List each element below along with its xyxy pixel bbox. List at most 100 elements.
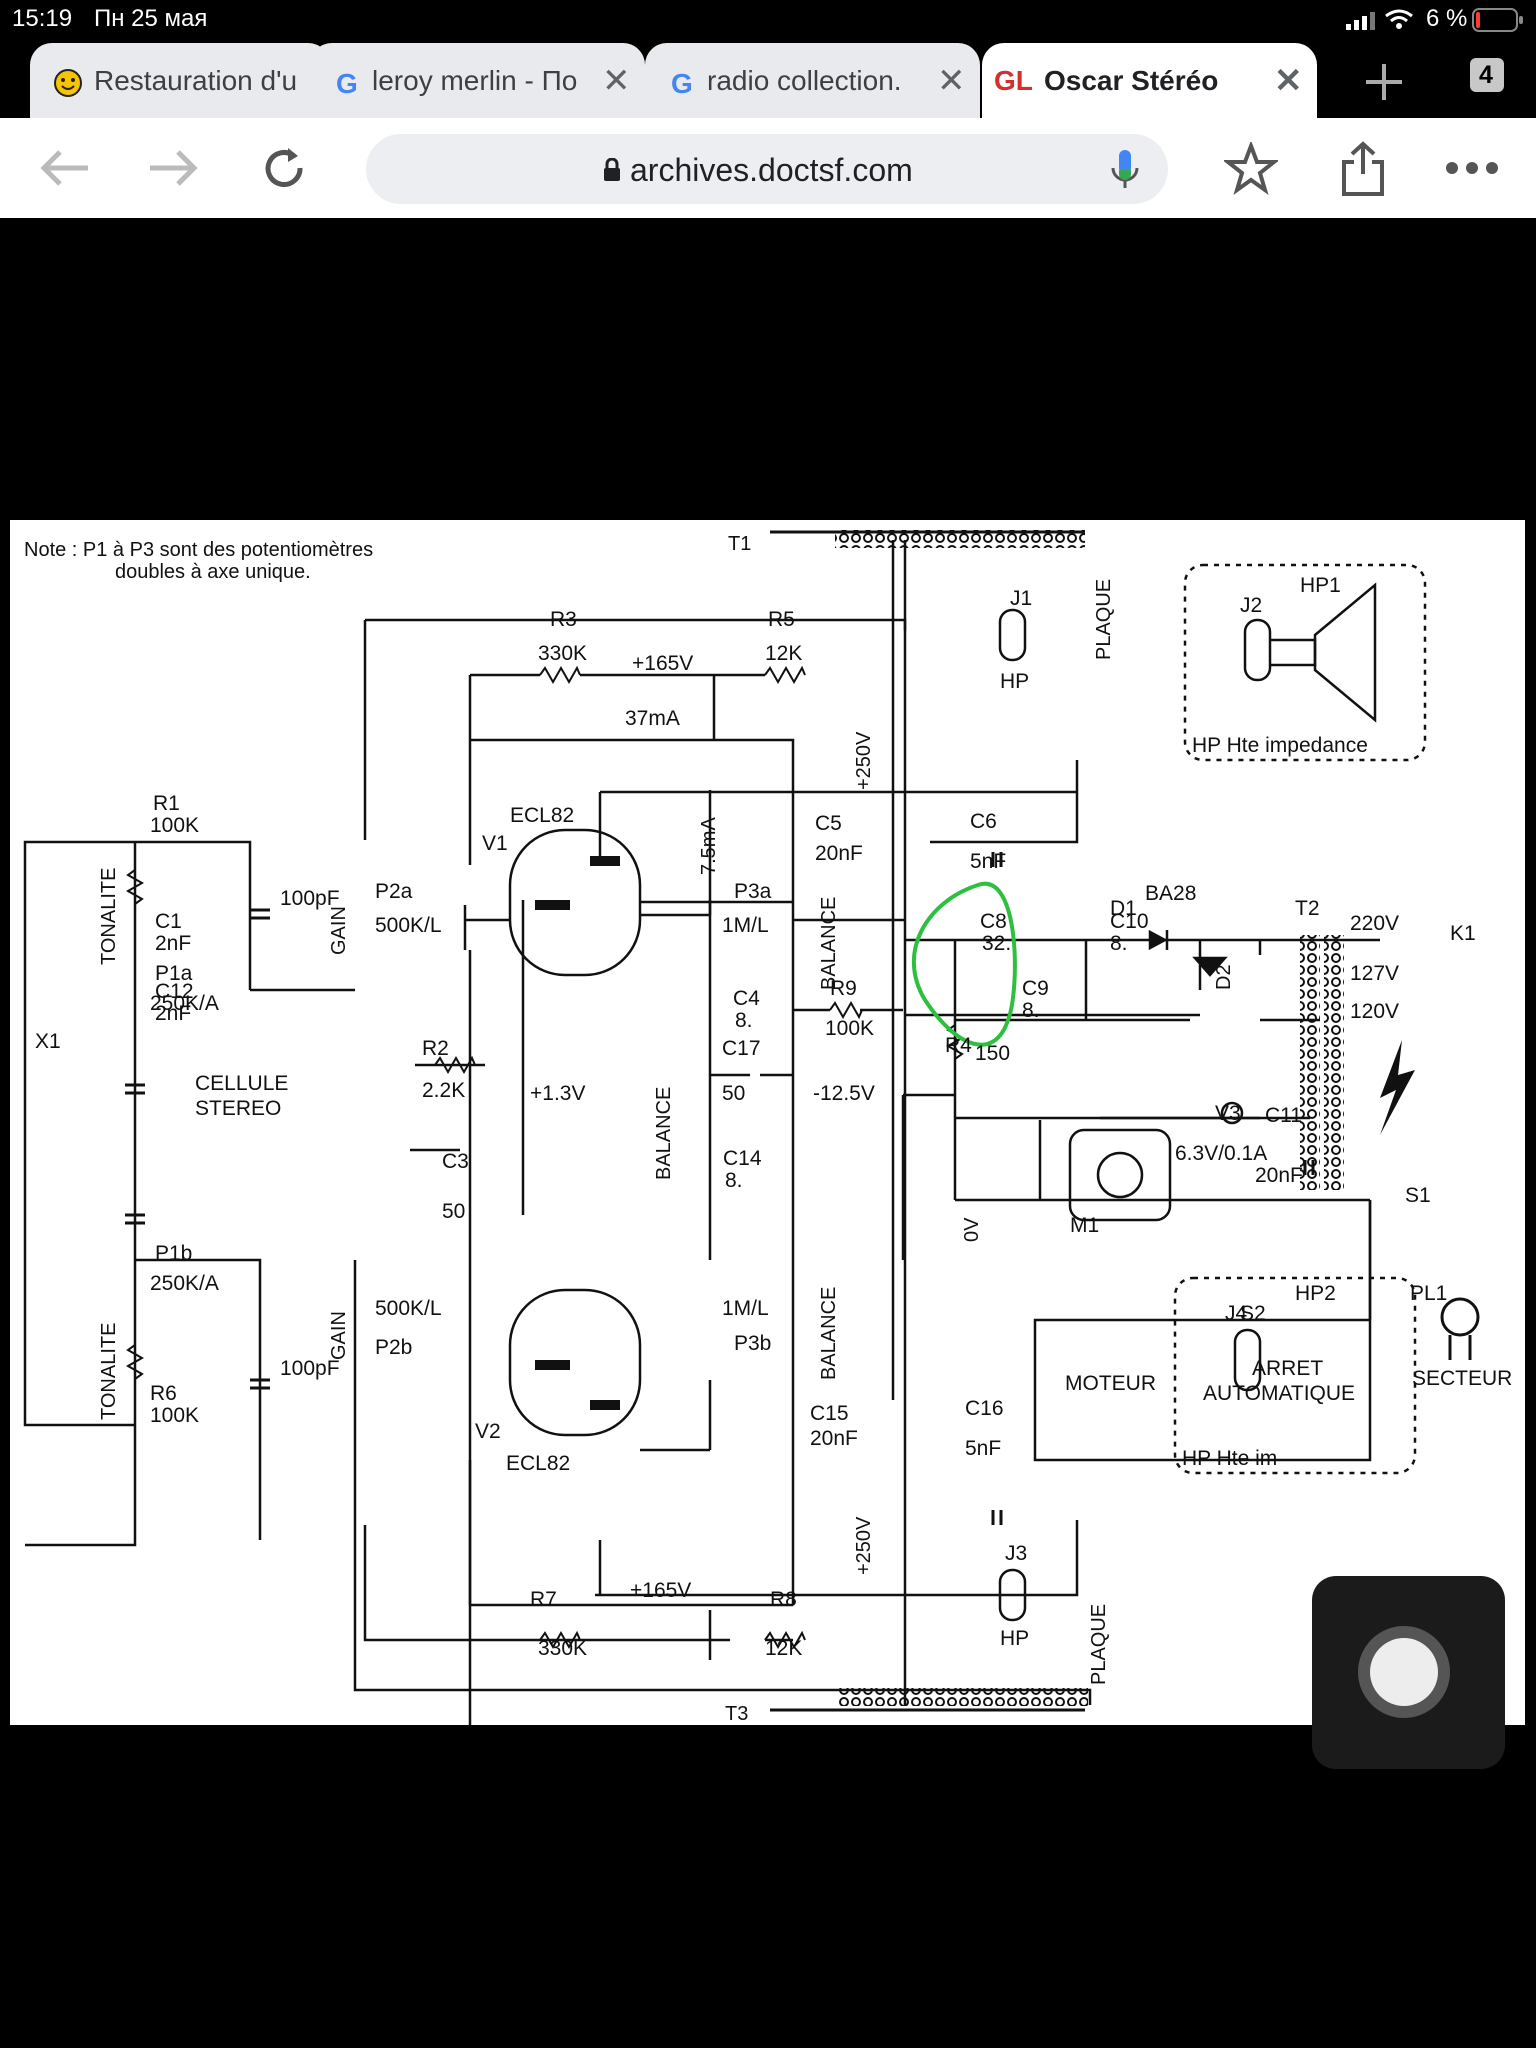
- tab-count-button[interactable]: 4: [1470, 58, 1504, 92]
- status-date: Пн 25 мая: [94, 5, 208, 32]
- tab-title: Restauration d'u: [94, 65, 298, 96]
- label-k1: K1: [1450, 922, 1476, 945]
- label-c4-value: 8.: [735, 1009, 753, 1032]
- new-tab-icon[interactable]: [1362, 60, 1406, 104]
- label-c1-value: 2nF: [155, 932, 191, 955]
- label-hp1: HP1: [1300, 574, 1341, 597]
- bookmark-star-icon[interactable]: [1224, 142, 1278, 196]
- label-c14-value: 8.: [725, 1169, 743, 1192]
- label-p1a-value: 250K/A: [150, 992, 219, 1015]
- label-75ma: 7.5mA: [698, 817, 720, 875]
- label-c6: C6: [970, 810, 997, 833]
- label-p3a: P3a: [734, 880, 772, 903]
- microphone-icon[interactable]: [1110, 148, 1140, 192]
- label-c8: C8: [980, 910, 1007, 933]
- share-icon[interactable]: [1340, 140, 1386, 198]
- label-d2: D2: [1213, 964, 1235, 990]
- label-r6-value: 100K: [150, 1404, 199, 1427]
- label-p3b-value: 1M/L: [722, 1297, 769, 1320]
- label-j1-hp: HP: [1000, 670, 1029, 693]
- label-j4: J4: [1225, 1302, 1248, 1325]
- close-icon[interactable]: ✕: [937, 62, 966, 100]
- label-c17: C17: [722, 1037, 761, 1060]
- status-time: 15:19: [12, 5, 73, 32]
- label-r7: R7: [530, 1588, 557, 1611]
- label-r9: R9: [830, 977, 857, 1000]
- gl-favicon-icon: GL: [994, 65, 1033, 96]
- tab-count: 4: [1479, 61, 1493, 89]
- label-hp2: HP2: [1295, 1282, 1336, 1305]
- close-icon[interactable]: ✕: [602, 62, 631, 100]
- label-v13: +1.3V: [530, 1082, 585, 1105]
- label-p1b-value: 250K/A: [150, 1272, 219, 1295]
- label-pl1: PL1: [1410, 1282, 1447, 1305]
- schematic-image: Note : P1 à P3 sont des potentiomètres d…: [10, 520, 1525, 1725]
- label-p2b: P2b: [375, 1336, 412, 1359]
- label-r4-value: 150: [975, 1042, 1010, 1065]
- wifi-icon: [1385, 9, 1413, 29]
- label-v1: V1: [482, 832, 508, 855]
- label-c14: C14: [723, 1147, 762, 1170]
- label-r3: R3: [550, 608, 577, 631]
- tab-leroy-merlin[interactable]: G leroy merlin - По ✕: [310, 43, 645, 118]
- label-balance-top: BALANCE: [818, 897, 840, 990]
- label-r8: R8: [770, 1588, 797, 1611]
- label-stereo: STEREO: [195, 1097, 281, 1120]
- label-v250-bottom: +250V: [853, 1516, 875, 1575]
- label-c1: C1: [155, 910, 182, 933]
- more-menu-icon[interactable]: [1444, 160, 1500, 176]
- label-cellule: CELLULE: [195, 1072, 288, 1095]
- tab-oscar-stereo[interactable]: GL Oscar Stéréo ✕: [982, 43, 1317, 118]
- svg-text:G: G: [671, 68, 693, 99]
- address-bar[interactable]: [366, 134, 1168, 204]
- label-v63: 6.3V/0.1A: [1175, 1142, 1267, 1165]
- label-r1-value: 100K: [150, 814, 199, 837]
- label-c12-value: 2nF: [155, 1002, 191, 1025]
- label-120v: 120V: [1350, 1000, 1399, 1023]
- label-t2: T2: [1295, 897, 1320, 920]
- label-j1: J1: [1010, 587, 1032, 610]
- assistive-touch-button[interactable]: [1312, 1576, 1505, 1769]
- label-c10-value: 8.: [1110, 932, 1128, 955]
- label-r8-value: 12K: [765, 1637, 802, 1660]
- label-hp-impedance: HP Hte impedance: [1192, 734, 1368, 757]
- label-balance-mid: BALANCE: [653, 1087, 675, 1180]
- label-hp-impedance-2: HP Hte im: [1182, 1447, 1277, 1470]
- label-ecl82-bottom: ECL82: [506, 1452, 570, 1475]
- tab-radio-collection[interactable]: G radio collection. ✕: [645, 43, 980, 118]
- label-r5-value: 12K: [765, 642, 802, 665]
- back-arrow-icon[interactable]: [38, 146, 90, 190]
- label-t3: T3: [725, 1703, 748, 1725]
- label-c2-value: 100pF: [280, 887, 340, 910]
- label-c17-value: 50: [722, 1082, 745, 1105]
- label-tonalite-top: TONALITE: [98, 868, 120, 965]
- close-icon[interactable]: ✕: [1274, 62, 1303, 100]
- label-t1: T1: [728, 533, 751, 555]
- label-c4: C4: [733, 987, 760, 1010]
- label-x1: X1: [35, 1030, 61, 1053]
- forward-arrow-icon[interactable]: [148, 146, 200, 190]
- label-d1: D1: [1110, 897, 1137, 920]
- label-c16: C16: [965, 1397, 1004, 1420]
- tab-restauration[interactable]: Restauration d'u: [30, 43, 330, 118]
- label-127v: 127V: [1350, 962, 1399, 985]
- label-ba28: BA28: [1145, 882, 1196, 905]
- label-p3a-value: 1M/L: [722, 914, 769, 937]
- label-v250-top: +250V: [853, 731, 875, 790]
- label-r2-value: 2.2K: [422, 1079, 465, 1102]
- label-plaque-bottom: PLAQUE: [1088, 1604, 1110, 1685]
- reload-icon[interactable]: [260, 144, 308, 192]
- label-v3: V3: [1215, 1102, 1241, 1125]
- google-icon: G: [336, 68, 358, 99]
- label-c11: C11: [1265, 1104, 1302, 1127]
- label-0v: 0V: [961, 1217, 983, 1242]
- google-icon: G: [671, 68, 693, 99]
- label-balance-bottom: BALANCE: [818, 1287, 840, 1380]
- battery-icon: [1472, 8, 1523, 32]
- label-r1: R1: [153, 792, 180, 815]
- label-r2: R2: [422, 1037, 449, 1060]
- url-text: archives.doctsf.com: [630, 152, 913, 188]
- label-c6-value: 5nF: [970, 850, 1006, 873]
- tab-title: leroy merlin - По: [372, 65, 578, 96]
- label-m1: M1: [1070, 1214, 1099, 1237]
